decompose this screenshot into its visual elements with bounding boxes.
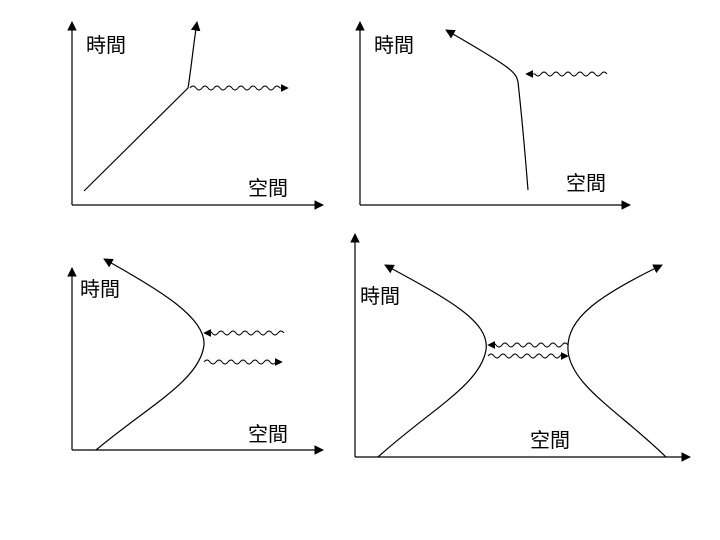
space-label: 空間 [566,171,606,195]
panel-bottom-right: 時間 空間 [350,233,691,462]
outgoing-photon-line [203,358,283,366]
time-label: 時間 [360,284,400,308]
incoming-photon-line [203,329,285,337]
positron-worldline [445,29,529,191]
panel-top-right: 時間 空間 [355,21,631,210]
photon-line-upper [487,341,569,349]
electron-worldline [83,21,201,192]
time-label: 時間 [86,33,126,57]
right-worldline [567,264,667,458]
photon-line [525,70,608,78]
panel-bottom-left: 時間 空間 [67,258,324,455]
space-label: 空間 [530,428,570,452]
time-label: 時間 [374,33,414,57]
space-label: 空間 [248,176,288,200]
panel-top-left: 時間 空間 [67,21,324,210]
left-worldline [377,264,487,458]
photon-line-lower [487,352,569,360]
photon-line [189,84,289,92]
time-label: 時間 [80,277,120,301]
space-label: 空間 [248,422,288,446]
pair-worldline [95,258,205,451]
